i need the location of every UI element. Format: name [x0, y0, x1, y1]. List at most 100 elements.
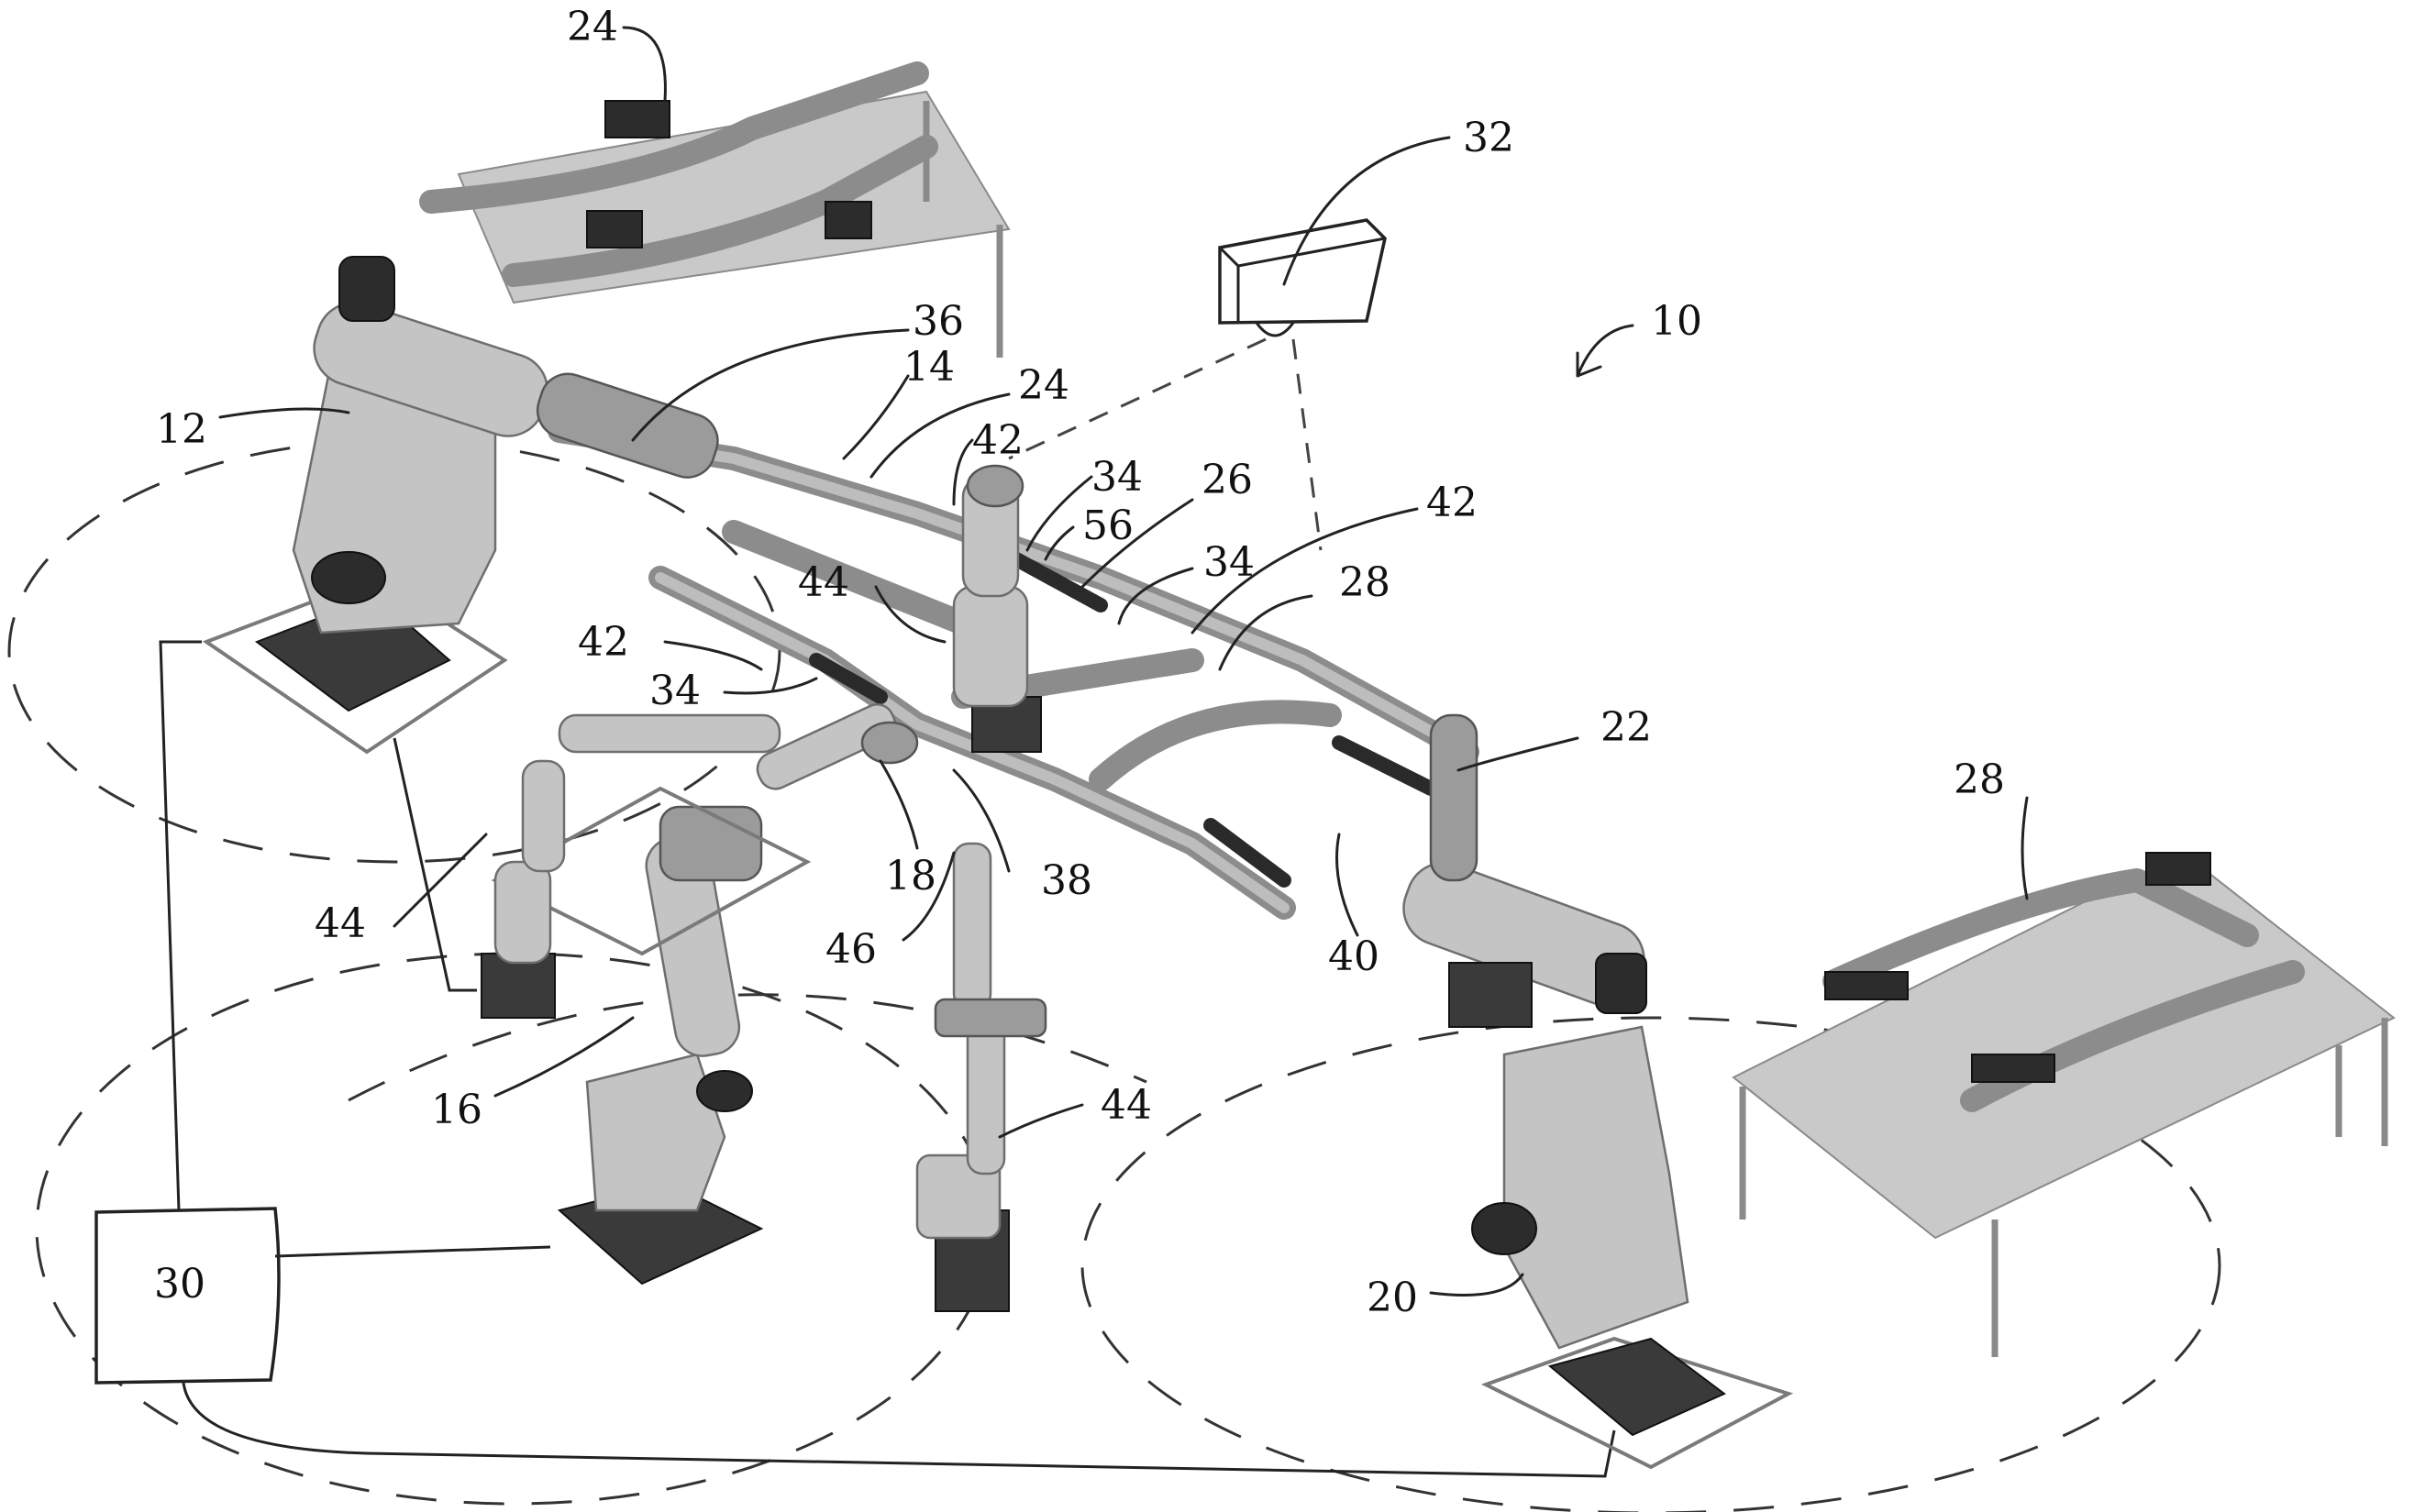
sensor-sightline-right: [1291, 338, 1323, 551]
label-30: 30: [154, 1261, 205, 1308]
label-44-a: 44: [798, 559, 849, 606]
label-12: 12: [156, 406, 207, 453]
cable-to-robot-12: [159, 640, 202, 1211]
robot-forearm: [659, 805, 763, 882]
leader-lines: [218, 26, 2029, 1297]
leader-22: [1456, 736, 1579, 772]
robot-forearm: [756, 703, 897, 790]
sensor-lens: [1255, 321, 1295, 337]
leader-26: [1080, 498, 1194, 589]
robot-46: [915, 842, 1047, 1312]
robot-upper-arm: [521, 759, 566, 873]
frame-clamp-22: [1332, 735, 1438, 796]
label-14: 14: [903, 344, 955, 391]
robot-wrist: [934, 998, 1047, 1038]
robot-joint: [966, 464, 1024, 508]
label-24-top: 24: [567, 4, 618, 50]
label-20: 20: [1367, 1275, 1418, 1321]
frame-clamp-40: [1203, 818, 1291, 888]
reference-numerals: 24 32 10 36 14 24 12 42 34 26 56 42 44 3…: [154, 4, 2005, 1321]
leader-32: [1282, 136, 1451, 286]
robot-18: [756, 703, 919, 790]
robot-motor: [696, 1070, 753, 1112]
robot-body: [585, 1053, 726, 1212]
sensor-box: [1218, 218, 1387, 325]
reach-envelope-robot-20: [1080, 1016, 2221, 1512]
clamp: [604, 100, 670, 138]
leader-36: [631, 328, 910, 442]
label-42-b: 42: [1426, 480, 1478, 526]
label-38: 38: [1041, 857, 1092, 904]
leader-44c: [998, 1103, 1084, 1139]
leader-42b: [1190, 507, 1419, 635]
frame-clamp-34: [809, 653, 888, 704]
leader-56: [1044, 525, 1075, 561]
label-34-b: 34: [1203, 539, 1255, 586]
label-22: 22: [1600, 704, 1652, 751]
clamp: [825, 201, 872, 239]
label-56: 56: [1082, 502, 1134, 549]
robot-body: [915, 1153, 1002, 1240]
leader-42c: [663, 640, 763, 671]
robot-body: [952, 585, 1029, 708]
robot-motor: [338, 256, 395, 322]
robot-joint: [860, 721, 919, 765]
label-28-a: 28: [1339, 559, 1390, 606]
robot-44-left: [481, 713, 812, 1019]
leader-42a: [952, 438, 974, 506]
cross-member: [1089, 700, 1342, 791]
leader-28a: [1218, 594, 1313, 671]
label-42-c: 42: [578, 619, 629, 666]
robot-rear-base: [1448, 962, 1533, 1028]
leader-14: [842, 374, 910, 460]
robot-body: [493, 860, 552, 965]
cable-to-robot-16: [274, 1245, 551, 1258]
label-34-c: 34: [649, 668, 701, 714]
label-44-c: 44: [1101, 1082, 1152, 1129]
cross-member: [722, 520, 975, 635]
robot-forearm: [952, 842, 992, 1010]
robot-forearm: [536, 372, 719, 479]
robot-forearm: [1429, 713, 1478, 882]
fixture-part: [419, 61, 929, 214]
sensor-box-top: [1218, 237, 1387, 325]
robot-body: [1502, 1025, 1689, 1350]
leader-40: [1335, 833, 1359, 937]
clamp: [1971, 1054, 2055, 1083]
fixture-table-28: [1732, 851, 2396, 1357]
robot-base-plate: [1480, 1336, 1794, 1470]
leader-20: [1429, 1273, 1524, 1297]
leader-10: [1576, 324, 1634, 378]
sensor-sightline-left: [1008, 337, 1267, 460]
controller-30: [94, 640, 1616, 1478]
label-44-b: 44: [315, 900, 366, 947]
label-36: 36: [913, 298, 964, 345]
clamp: [2145, 852, 2211, 886]
robot-20: [1402, 713, 1794, 1470]
robot-upper-arm: [966, 1016, 1006, 1175]
controller-box: [94, 1207, 281, 1385]
robot-forearm: [558, 713, 781, 754]
leader-34c: [723, 677, 818, 695]
label-34-a: 34: [1091, 454, 1143, 501]
clamp: [586, 210, 643, 248]
leader-44a: [874, 585, 947, 644]
leader-16: [493, 1016, 635, 1098]
robot-base-plate: [491, 786, 812, 956]
clamp: [1824, 971, 1909, 1000]
leader-28b: [2021, 796, 2029, 900]
cable-robot-12-to-16: [393, 737, 477, 992]
leader-34a: [1025, 475, 1093, 552]
robot-12: [202, 256, 719, 755]
cable-to-robot-20: [182, 1382, 1616, 1478]
fixture-part: [502, 135, 938, 287]
robot-16: [557, 805, 764, 1286]
leader-38: [952, 768, 1011, 873]
leader-24a: [622, 26, 667, 103]
leader-44b: [393, 833, 488, 928]
label-18: 18: [885, 853, 936, 899]
robot-base: [1547, 1337, 1726, 1437]
fixture-table-24: [419, 61, 1011, 358]
label-24-mid: 24: [1018, 362, 1069, 409]
